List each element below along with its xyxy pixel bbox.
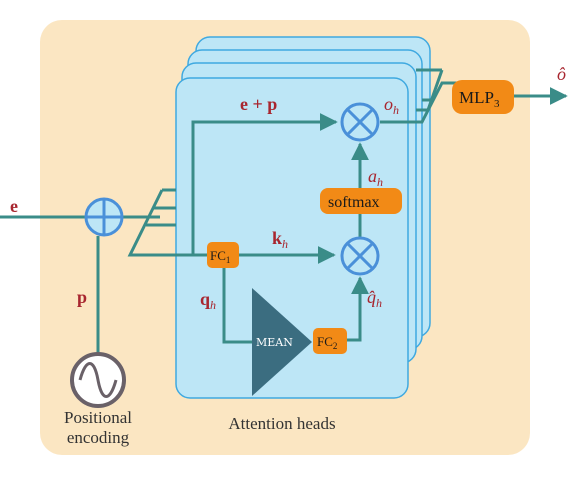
caption-attention-heads: Attention heads <box>228 414 335 433</box>
label-o-hat: ô <box>557 64 566 84</box>
softmax-box <box>320 188 402 214</box>
mlp3-box <box>452 80 514 114</box>
mean-label: MEAN <box>256 336 293 349</box>
label-o-h: oh <box>384 94 399 117</box>
label-e-plus-p: e + p <box>240 94 277 114</box>
multiply-node-bottom <box>340 236 380 276</box>
label-a-h: ah <box>368 166 383 189</box>
fc1-box <box>207 242 239 268</box>
sine-wave-icon <box>78 362 118 398</box>
caption-positional-2: encoding <box>67 428 130 447</box>
positional-encoding-node <box>70 352 126 408</box>
softmax-label: softmax <box>328 194 380 211</box>
mlp3-label: MLP3 <box>459 88 500 110</box>
fc1-label: FC1 <box>210 248 230 265</box>
adder-node <box>84 197 124 237</box>
multiply-node-top <box>340 102 380 142</box>
label-k-h: kh <box>272 228 288 251</box>
qhat-path <box>345 276 369 342</box>
label-q-hat-h: q̂h <box>367 287 382 310</box>
head-card-front <box>175 77 409 399</box>
mean-triangle <box>252 288 312 396</box>
label-p: p <box>77 287 87 307</box>
out-fan-edge <box>426 69 444 111</box>
caption-positional-1: Positional <box>64 408 132 427</box>
fc2-box <box>313 328 347 354</box>
input-fan <box>127 189 176 257</box>
label-q-h: qh <box>200 289 216 312</box>
fc2-label: FC2 <box>317 334 337 351</box>
label-e: e <box>10 196 18 216</box>
